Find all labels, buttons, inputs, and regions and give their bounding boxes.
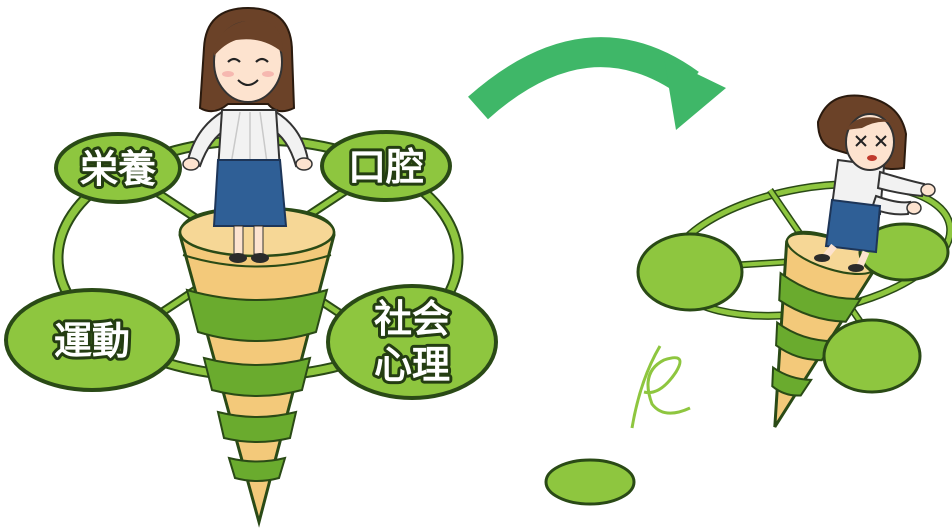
tilted-leaf-bottom	[822, 318, 922, 394]
label-social-line2: 心理	[374, 343, 450, 387]
spinning-top-cone	[178, 206, 336, 528]
label-exercise: 運動	[54, 319, 130, 363]
leaf-exercise: 運動	[4, 288, 180, 392]
transition-arrow	[468, 37, 726, 130]
leaf-nutrition: 栄養	[54, 132, 182, 204]
tilted-leaf-right	[858, 222, 950, 282]
balanced-top-group: 栄養 口腔 運動 社会 心理	[4, 6, 498, 528]
leaf-oral: 口腔	[320, 130, 452, 202]
leaf-social-psychological: 社会 心理	[326, 284, 498, 400]
toppling-top-group	[544, 94, 952, 506]
tilted-leaf-left	[636, 232, 744, 312]
tilted-cone	[771, 230, 877, 428]
woman-standing-smiling	[182, 6, 313, 263]
arrow-head	[664, 58, 726, 130]
woman-falling-dizzy	[814, 94, 936, 272]
label-nutrition: 栄養	[80, 147, 156, 191]
fallen-leaf	[544, 458, 636, 506]
label-social-line1: 社会	[374, 297, 450, 341]
label-oral: 口腔	[348, 145, 424, 189]
motion-curl	[630, 345, 691, 429]
